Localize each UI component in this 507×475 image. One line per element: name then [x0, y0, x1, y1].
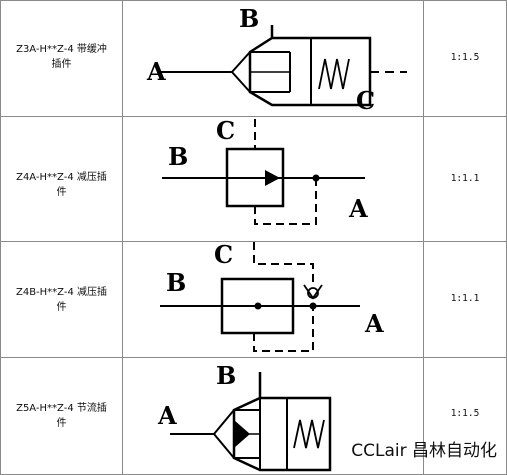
area-ratio: 1:1.1 [450, 173, 480, 184]
model-cell: Z5A-H**Z-4 节流插 件 [1, 401, 122, 431]
port-label-b: B [166, 268, 186, 297]
model-cell: Z4B-H**Z-4 减压插 件 [1, 285, 122, 315]
port-label-c: C [356, 86, 375, 115]
port-label-c: C [214, 242, 233, 269]
row-divider [0, 116, 507, 117]
column-divider [122, 0, 123, 475]
model-name-cont: 插件 [51, 59, 72, 70]
model-cell: Z3A-H**Z-4 带缓冲 插件 [1, 42, 122, 72]
model-name-cont: 件 [56, 418, 67, 429]
watermark-text: CCLair 昌林自动化 [351, 441, 497, 461]
valve-symbol-reducing-a: B C A [122, 117, 423, 241]
column-divider [423, 0, 424, 475]
area-ratio: 1:1.5 [450, 408, 480, 419]
port-label-c: C [216, 117, 235, 145]
model-name: Z4B-H**Z-4 减压插 [15, 287, 108, 298]
port-label-b: B [168, 142, 188, 171]
model-cell: Z4A-H**Z-4 减压插 件 [1, 170, 122, 200]
valve-symbol-throttle: A B [122, 358, 423, 474]
model-name-cont: 件 [56, 302, 67, 313]
row-divider [0, 357, 507, 358]
model-name: Z3A-H**Z-4 带缓冲 [16, 44, 107, 55]
port-label-b: B [216, 361, 236, 390]
table-border-top [0, 0, 507, 1]
row-divider [0, 241, 507, 242]
table-border-left [0, 0, 1, 475]
model-name: Z5A-H**Z-4 节流插 [16, 403, 107, 414]
port-label-a: A [364, 309, 384, 338]
area-ratio: 1:1.5 [450, 52, 480, 63]
port-label-a: A [146, 57, 166, 86]
model-name-cont: 件 [56, 187, 67, 198]
port-label-b: B [239, 4, 259, 33]
model-name: Z4A-H**Z-4 减压插 [16, 172, 107, 183]
area-ratio: 1:1.1 [450, 293, 480, 304]
port-label-a: A [157, 401, 177, 430]
port-label-a: A [348, 194, 368, 223]
valve-symbol-cushion: A B C [122, 1, 423, 116]
valve-symbol-reducing-b: B C A [122, 242, 423, 357]
